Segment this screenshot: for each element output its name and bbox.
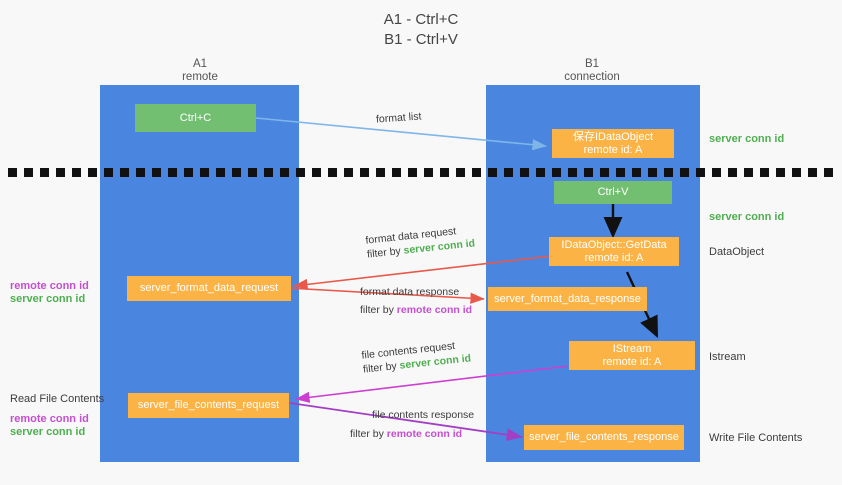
box-save-dataobject[interactable]: 保存IDataObject remote id: A [552, 129, 674, 158]
caption-file-contents-response-main: file contents response [372, 409, 475, 421]
box-ctrl-v-label: Ctrl+V [597, 186, 629, 198]
caption-format-list: format list [375, 110, 422, 126]
box-istream-line2: remote id: A [602, 355, 662, 368]
caption-format-data-response-filter: filter by remote conn id [360, 304, 473, 316]
label-write-file-contents: Write File Contents [709, 432, 803, 444]
label-server-conn-id-top: server conn id [709, 133, 785, 145]
box-server-file-contents-request-label: server_file_contents_request [137, 399, 280, 411]
box-server-format-data-request[interactable]: server_format_data_request [127, 276, 291, 301]
column-header-a1: A1 remote [120, 58, 280, 84]
box-save-dataobject-line2: remote id: A [583, 143, 643, 156]
box-server-format-data-response[interactable]: server_format_data_response [488, 287, 647, 311]
caption-format-data-response-main: format data response [360, 286, 460, 298]
box-server-format-data-response-label: server_format_data_response [494, 292, 641, 305]
column-a1-name: A1 [192, 58, 208, 70]
caption-format-data-request: format data request filter by server con… [365, 222, 476, 261]
box-getdata-line1: IDataObject::GetData [561, 238, 667, 251]
column-b1-name: B1 [584, 58, 600, 70]
label-server-conn-id-1: server conn id [10, 293, 86, 305]
box-ctrl-v[interactable]: Ctrl+V [554, 181, 672, 204]
box-idataobject-getdata[interactable]: IDataObject::GetData remote id: A [549, 237, 679, 266]
diagram-title: A1 - Ctrl+C B1 - Ctrl+V [0, 10, 842, 50]
box-istream-line1: IStream [612, 342, 652, 355]
label-dataobject: DataObject [709, 246, 765, 258]
box-ctrl-c-label: Ctrl+C [179, 111, 212, 124]
caption-file-contents-request: file contents request filter by server c… [361, 337, 472, 376]
box-ctrl-c[interactable]: Ctrl+C [135, 104, 256, 132]
box-server-file-contents-request[interactable]: server_file_contents_request [128, 393, 289, 418]
label-istream: Istream [709, 351, 746, 363]
label-server-conn-id-2: server conn id [10, 426, 86, 438]
caption-file-contents-response: file contents response filter by remote … [350, 408, 475, 441]
title-line-2: B1 - Ctrl+V [384, 31, 458, 48]
label-read-file-contents: Read File Contents [10, 393, 105, 405]
box-server-file-contents-response-label: server_file_contents_response [529, 431, 679, 443]
column-a1-role: remote [182, 71, 218, 83]
column-header-b1: B1 connection [512, 58, 672, 84]
box-server-file-contents-response[interactable]: server_file_contents_response [524, 425, 684, 450]
label-remote-conn-id-2: remote conn id [10, 413, 89, 425]
label-server-conn-id-mid: server conn id [709, 211, 785, 223]
box-save-dataobject-line1: 保存IDataObject [572, 130, 654, 143]
caption-format-data-response: format data response filter by remote co… [360, 285, 472, 317]
title-line-1: A1 - Ctrl+C [383, 11, 459, 28]
box-istream[interactable]: IStream remote id: A [569, 341, 695, 370]
column-b1-role: connection [564, 71, 620, 83]
phase-divider [8, 168, 834, 177]
box-getdata-line2: remote id: A [584, 251, 644, 264]
label-remote-conn-id-1: remote conn id [10, 280, 89, 292]
caption-file-contents-response-filter: filter by remote conn id [350, 428, 463, 440]
box-server-format-data-request-label: server_format_data_request [139, 282, 279, 294]
